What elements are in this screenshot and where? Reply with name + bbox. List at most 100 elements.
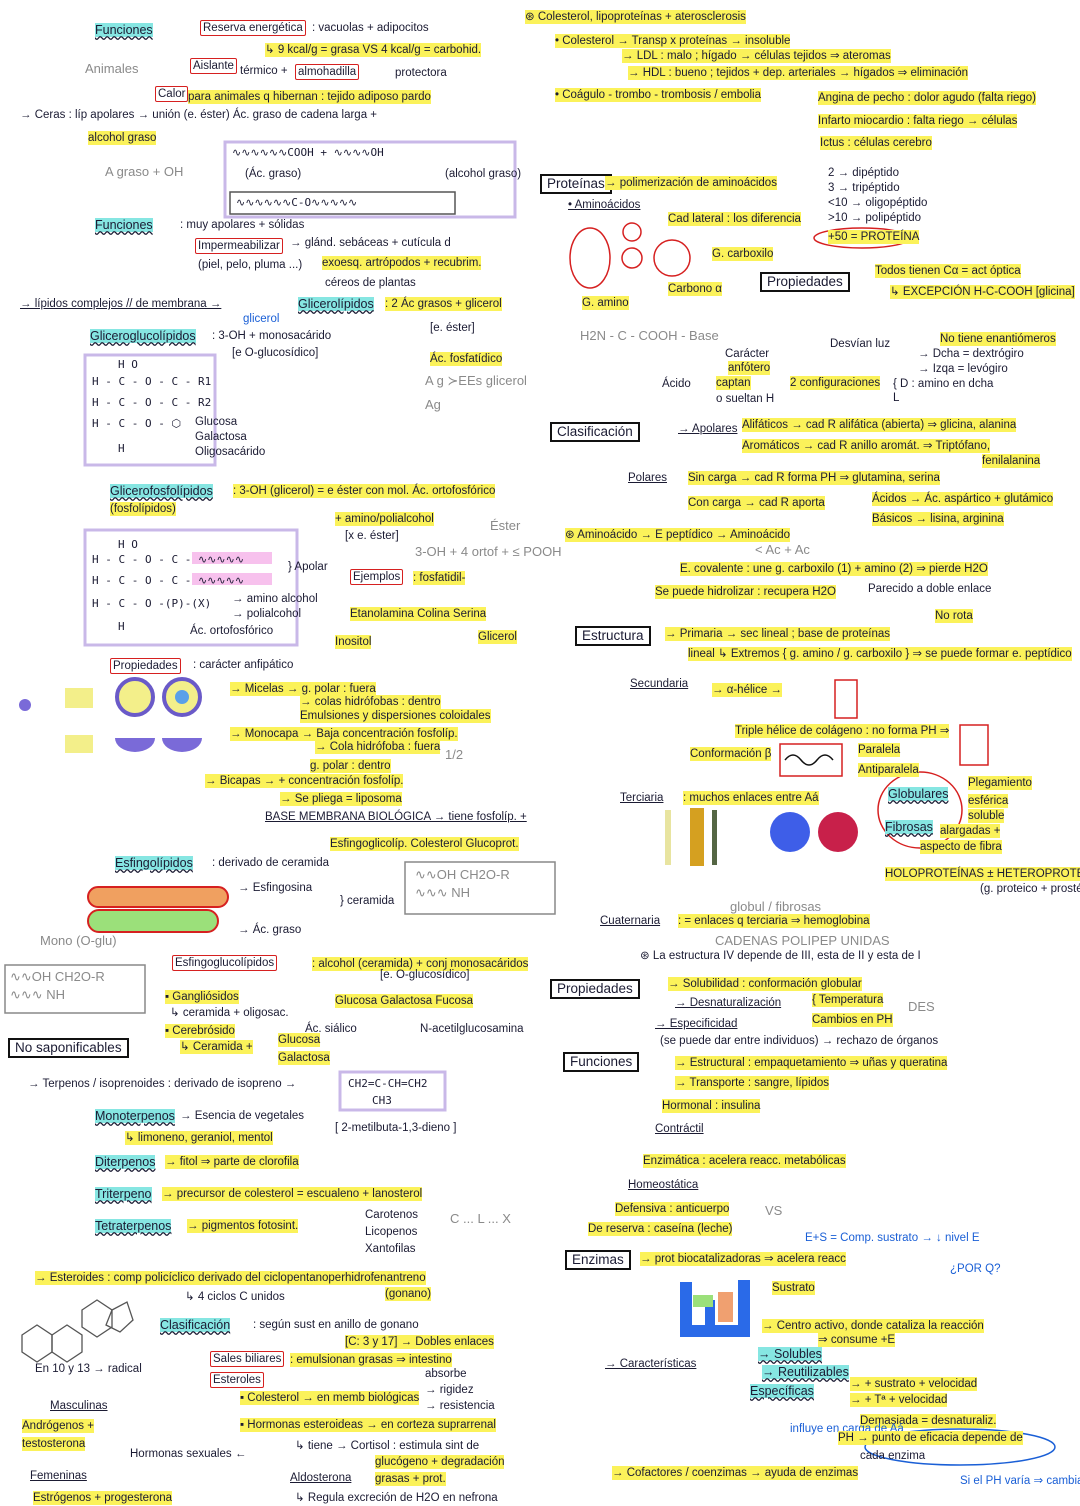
note-lc5: [C: 3 y 17] → Dobles enlaces (345, 1335, 494, 1349)
note-ld6: grasas + prot. (375, 1472, 446, 1486)
note-r20: G. amino (582, 296, 629, 310)
note-r67: esférica (968, 794, 1009, 808)
note-ld9: Masculinas (50, 1400, 108, 1412)
note-r51: Parecido a doble enlace (868, 583, 992, 595)
note-l41: Galactosa (195, 431, 247, 443)
note-l34: [e O-glucosídico] (232, 347, 319, 359)
note-r13: <10 → oligopéptido (828, 197, 928, 209)
note-la7: → Esencia de vegetales (180, 1110, 305, 1122)
note-l08: almohadilla (295, 64, 360, 80)
note-l46: : 3-OH (glicerol) = e éster con mol. Ác.… (233, 484, 496, 498)
note-r73: Cuaternaria (600, 915, 661, 927)
note-lc2: En 10 y 13 → radical (35, 1363, 142, 1375)
enzyme-illustration (680, 1280, 750, 1337)
note-r28: → Izqa = levógiro (918, 363, 1008, 375)
note-l19: Funciones (95, 218, 153, 232)
note-r22: Propiedades (760, 272, 850, 292)
note-r65: Fibrosas (885, 820, 933, 834)
note-l17: (alcohol graso) (445, 168, 522, 180)
note-r48: < Ac + Ac (755, 542, 810, 557)
note-le2: Hormonas sexuales ← (130, 1448, 247, 1460)
note-r08: Ictus : células cerebro (820, 136, 932, 150)
note-l55: H - C - O -(P)-(X) (92, 597, 212, 610)
note-r61: Antiparalela (858, 763, 919, 777)
note-l73: 1/2 (445, 747, 464, 762)
note-l77: BASE MEMBRANA BIOLÓGICA → tiene fosfolíp… (265, 811, 527, 823)
note-ld1: → rigidez (425, 1384, 474, 1396)
note-r32: captan (716, 376, 751, 390)
note-l42: Oligosacárido (195, 446, 266, 458)
note-l18: ∿∿∿∿∿∿C-O∿∿∿∿∿ (236, 196, 358, 209)
note-ra9: Demasiada = desnaturaliz. (860, 1414, 997, 1428)
note-l58: → amino alcohol (232, 593, 318, 605)
note-r43: Sin carga → cad R forma PH ⇒ glutamina, … (688, 471, 940, 485)
note-l22: → glánd. sebáceas + cutícula d (290, 237, 451, 249)
note-r41: fenilalanina (982, 454, 1041, 468)
note-l64: Inositol (335, 635, 372, 649)
note-l23: (piel, pelo, pluma ...) (198, 259, 303, 271)
note-ra2: ⇒ consume +E (818, 1333, 896, 1347)
note-r03: → LDL : malo ; hígado → células tejidos … (622, 49, 891, 63)
note-l59: → polialcohol (232, 608, 302, 620)
note-l40: Glucosa (195, 416, 238, 428)
note-r84: → Especificidad (655, 1018, 738, 1030)
apolar-tail-highlight (192, 552, 272, 564)
note-ld7: Aldosterona (290, 1472, 352, 1484)
protein-images (665, 808, 858, 866)
note-l86: Mono (O-glu) (40, 933, 117, 948)
note-r16: • Aminoácidos (568, 199, 641, 211)
note-r83: DES (908, 999, 935, 1014)
note-r29: Carácter (725, 348, 770, 360)
note-r04: → HDL : bueno ; tejidos + dep. arteriale… (628, 66, 969, 80)
note-l47: (fosfolípidos) (110, 502, 176, 516)
note-r91: Enzimática : acelera reacc. metabólicas (643, 1154, 846, 1168)
note-lc7: : emulsionan grasas ⇒ intestino (290, 1353, 452, 1367)
note-la4: CH3 (372, 1094, 392, 1107)
note-r01: ⊛ Colesterol, lipoproteínas + ateroscler… (525, 10, 746, 24)
note-l10: Calor (155, 86, 189, 102)
note-lc3: Clasificación (160, 1318, 231, 1332)
note-l07: térmico + (240, 65, 288, 77)
note-l43: A g ≻EEs glicerol (425, 373, 527, 388)
note-r31: Ácido (662, 378, 691, 390)
membrane-illustration (19, 677, 202, 753)
note-l28: : 2 Ác grasos + glicerol (385, 297, 502, 311)
note-r98: → prot biocatalizadoras ⇒ acelera reacc (640, 1252, 846, 1266)
note-r42: Polares (628, 472, 667, 484)
apolar-tail-highlight (192, 573, 272, 585)
note-r95: VS (765, 1203, 783, 1218)
note-r39: Alifáticos → cad R alifática (abierta) ⇒… (742, 418, 1017, 432)
note-r14: >10 → polipéptido (828, 212, 922, 224)
note-lb7: Xantofilas (365, 1243, 416, 1255)
note-ld5: glucógeno + degradación (375, 1455, 505, 1469)
note-l25: céreos de plantas (325, 277, 416, 289)
note-l06: Aislante (190, 58, 237, 74)
note-lc1: ↳ 4 ciclos C unidos (185, 1291, 285, 1303)
note-l79: Esfingolípidos (115, 856, 193, 870)
note-l21: Impermeabilizar (195, 238, 283, 254)
note-r66: Plegamiento (968, 776, 1032, 790)
note-l84: ∿∿OH CH2O-R (415, 867, 510, 882)
note-l37: H - C - O - C - R2 (92, 396, 212, 409)
note-r11: 2 → dipéptido (828, 167, 899, 179)
note-l05: Animales (85, 61, 139, 76)
note-l32: : 3-OH + monosacárido (212, 330, 332, 342)
note-l02: Reserva energética (200, 20, 306, 36)
note-r74: : = enlaces q terciaria ⇒ hemoglobina (678, 914, 870, 928)
note-r02: • Colesterol → Transp x proteínas → inso… (555, 34, 791, 48)
note-l72: → Cola hidrófoba : fuera (315, 740, 441, 754)
note-r05: • Coágulo - trombo - trombosis / embolia (555, 88, 761, 102)
note-r24: ↳ EXCEPCIÓN H-C-COOH [glicina] (890, 285, 1075, 299)
note-l69: → colas hidrófobas : dentro (300, 695, 441, 709)
note-r46: Básicos → lisina, arginina (872, 512, 1004, 526)
note-l56: H (118, 620, 125, 633)
note-l29: [e. éster] (430, 322, 475, 334)
note-r36: L (893, 392, 900, 404)
note-rb2: cada enzima (860, 1450, 926, 1462)
note-r80: → Desnaturalización (675, 997, 782, 1009)
note-ld3: ▪ Hormonas esteroideas → en corteza supr… (240, 1418, 496, 1432)
note-l13: alcohol graso (88, 131, 157, 145)
ceramide-structure-box (404, 861, 556, 915)
note-l88: ∿∿∿ NH (10, 987, 66, 1002)
